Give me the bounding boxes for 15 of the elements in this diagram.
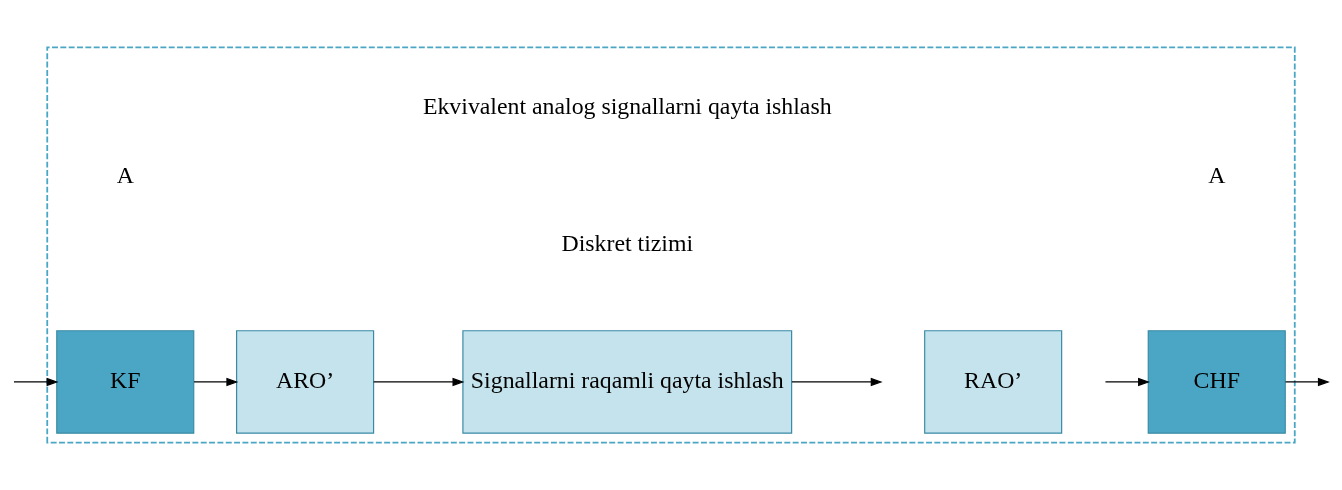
label: A: [1208, 162, 1226, 189]
arrow: [373, 377, 465, 387]
node-box: KF: [56, 330, 195, 434]
arrow: [1284, 377, 1330, 387]
arrow: [13, 377, 59, 387]
node-box: CHF: [1147, 330, 1286, 434]
arrow: [1104, 377, 1150, 387]
label: Diskret tizimi: [561, 229, 694, 256]
node-box: Signallarni raqamli qayta ishlash: [462, 330, 793, 434]
arrow: [193, 377, 239, 387]
label: A: [116, 162, 134, 189]
label: Ekvivalent analog signallarni qayta ishlash: [422, 92, 832, 119]
node-box: RAO’: [924, 330, 1063, 434]
arrow: [791, 377, 883, 387]
node-box: ARO’: [236, 330, 375, 434]
